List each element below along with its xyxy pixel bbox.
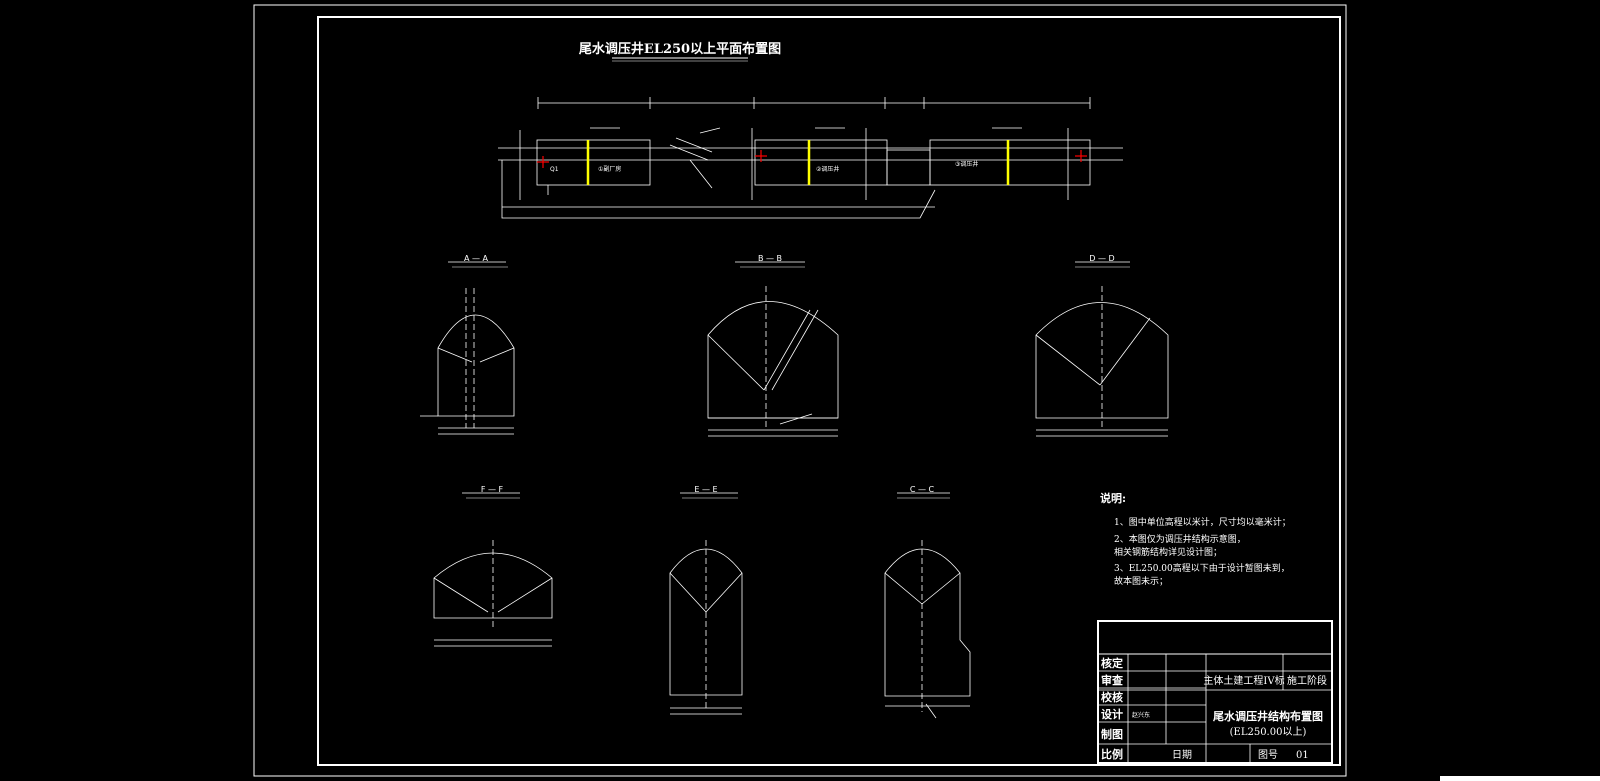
tb-row-3: 校核 bbox=[1101, 690, 1123, 704]
section-d-label: D — D bbox=[1089, 254, 1114, 263]
marker-label: Q1 bbox=[550, 166, 559, 173]
note-2b: 相关钢筋结构详见设计图； bbox=[1114, 546, 1222, 558]
tb-row-4: 设计 bbox=[1101, 707, 1123, 721]
plan-markers bbox=[537, 150, 1087, 168]
section-f bbox=[433, 492, 553, 647]
section-d bbox=[1035, 261, 1169, 437]
section-c-label: C — C bbox=[910, 485, 935, 494]
room-label-1: ①副厂房 bbox=[598, 165, 621, 173]
tb-date-label: 日期 bbox=[1172, 749, 1192, 761]
section-e bbox=[669, 492, 743, 715]
section-f-label: F — F bbox=[481, 485, 504, 494]
note-1: 1、图中单位高程以米计，尺寸均以毫米计； bbox=[1114, 516, 1291, 528]
room-label-3: ③调压井 bbox=[955, 160, 978, 168]
notes-heading: 说明: bbox=[1100, 491, 1126, 505]
tb-row-1: 核定 bbox=[1101, 656, 1123, 670]
section-a bbox=[420, 261, 515, 435]
bottom-right-fragment bbox=[1440, 776, 1600, 781]
outer-frame bbox=[253, 4, 1347, 777]
plan-partitions bbox=[586, 140, 1010, 185]
room-label-2: ②调压井 bbox=[816, 165, 839, 173]
section-e-label: E — E bbox=[694, 485, 717, 494]
note-3b: 故本图未示； bbox=[1114, 575, 1168, 587]
tb-drawing-title-2: (EL250.00以上) bbox=[1230, 726, 1307, 738]
tb-drawing-title-1: 尾水调压井结构布置图 bbox=[1212, 709, 1323, 723]
title-block bbox=[1097, 620, 1333, 764]
inner-frame bbox=[317, 16, 1341, 766]
note-3: 3、EL250.00高程以下由于设计暂图未到， bbox=[1114, 562, 1290, 574]
section-c bbox=[884, 492, 971, 719]
tb-row-2: 审查 bbox=[1101, 673, 1123, 687]
section-b bbox=[707, 261, 839, 437]
section-b-label: B — B bbox=[758, 254, 782, 263]
tb-row-5: 制图 bbox=[1101, 727, 1123, 741]
tb-number-value: 01 bbox=[1296, 750, 1309, 761]
tb-row-6: 比例 bbox=[1101, 747, 1123, 761]
drawing-title: 尾水调压井EL250以上平面布置图 bbox=[579, 41, 781, 57]
tb-designer: 赵兴东 bbox=[1132, 711, 1150, 719]
section-a-label: A — A bbox=[464, 254, 489, 263]
tb-number-label: 图号 bbox=[1258, 749, 1278, 761]
tb-stage: 施工阶段 bbox=[1287, 674, 1327, 687]
plan-view bbox=[498, 97, 1123, 219]
note-2: 2、本图仅为调压井结构示意图， bbox=[1114, 533, 1246, 545]
tb-project: 主体土建工程IV标 bbox=[1203, 674, 1284, 687]
